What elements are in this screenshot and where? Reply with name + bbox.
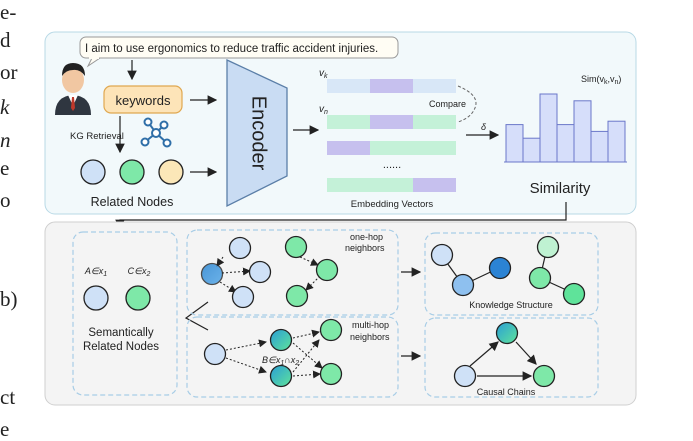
similarity-bar-7 <box>607 120 626 163</box>
similarity-bar-5 <box>573 100 592 163</box>
multi-hop-label-line1: multi-hop <box>352 320 389 330</box>
encoder-block <box>226 58 288 208</box>
bottom-panel <box>44 221 637 406</box>
keywords-label: keywords <box>116 93 171 108</box>
similarity-histogram <box>504 93 627 163</box>
sim-formula-label: Sim(vk,vn) <box>581 74 621 86</box>
knowledge-graph-icon <box>140 117 172 148</box>
similarity-bar-2 <box>522 137 541 163</box>
related-node-blue <box>80 159 106 185</box>
margin-text-1: e- <box>0 0 17 24</box>
margin-text-4: k <box>0 95 10 119</box>
margin-text-5: n <box>0 128 11 152</box>
a-label: A∈x1 <box>84 266 107 278</box>
causal-chains-label: Causal Chains <box>477 387 536 397</box>
semantic-label-line1: Semantically <box>88 327 153 339</box>
multi-hop-graph <box>203 318 343 388</box>
node-a <box>83 285 109 311</box>
margin-text-10: e <box>0 417 10 441</box>
causal-chains-box <box>424 317 599 398</box>
embedding-vectors <box>327 79 456 192</box>
one-hop-graph <box>200 235 339 309</box>
margin-text-8: b) <box>0 287 18 311</box>
similarity-label: Similarity <box>530 180 591 197</box>
semantic-label-line2: Related Nodes <box>83 341 159 353</box>
knowledge-structure-box <box>424 232 599 316</box>
related-nodes-label: Related Nodes <box>91 195 174 209</box>
multi-hop-label-line2: neighbors <box>350 332 390 342</box>
related-node-green <box>119 159 145 185</box>
similarity-bar-4 <box>556 124 575 163</box>
speech-bubble: I aim to use ergonomics to reduce traffi… <box>79 36 399 68</box>
causal-chains-graph <box>453 321 556 388</box>
branch-lines <box>184 301 209 331</box>
similarity-bar-6 <box>590 130 609 163</box>
kg-retrieval-label: KG Retrieval <box>70 131 124 142</box>
vk-label: vk <box>319 68 328 80</box>
margin-text-7: o <box>0 188 11 212</box>
knowledge-structure-label: Knowledge Structure <box>469 300 553 310</box>
margin-text-3: or <box>0 60 18 84</box>
delta-label: δ <box>481 122 487 132</box>
similarity-bar-3 <box>539 93 558 163</box>
semantic-nodes-box <box>72 231 178 396</box>
vn-label: vn <box>319 104 328 116</box>
node-c <box>125 285 151 311</box>
encoder-label: Encoder <box>248 96 270 171</box>
compare-curve <box>457 85 477 123</box>
multi-hop-box <box>186 316 399 398</box>
related-node-yellow <box>158 159 184 185</box>
b-label: B∈x1∩x2 <box>262 355 299 367</box>
keywords-box <box>103 85 183 114</box>
vector-ellipsis: ...... <box>383 159 401 171</box>
similarity-bar-1 <box>505 124 524 163</box>
margin-text-2: d <box>0 28 11 52</box>
margin-text-6: e <box>0 156 10 180</box>
knowledge-structure-graph <box>430 235 586 306</box>
c-label: C∈x2 <box>128 266 151 278</box>
user-avatar <box>55 63 91 115</box>
speech-text: I aim to use ergonomics to reduce traffi… <box>85 43 378 55</box>
one-hop-label-line1: one-hop <box>350 232 383 242</box>
margin-text-9: ct <box>0 385 16 409</box>
compare-label: Compare <box>429 99 466 109</box>
embedding-vectors-label: Embedding Vectors <box>351 199 434 210</box>
one-hop-label-line2: neighbors <box>345 243 385 253</box>
